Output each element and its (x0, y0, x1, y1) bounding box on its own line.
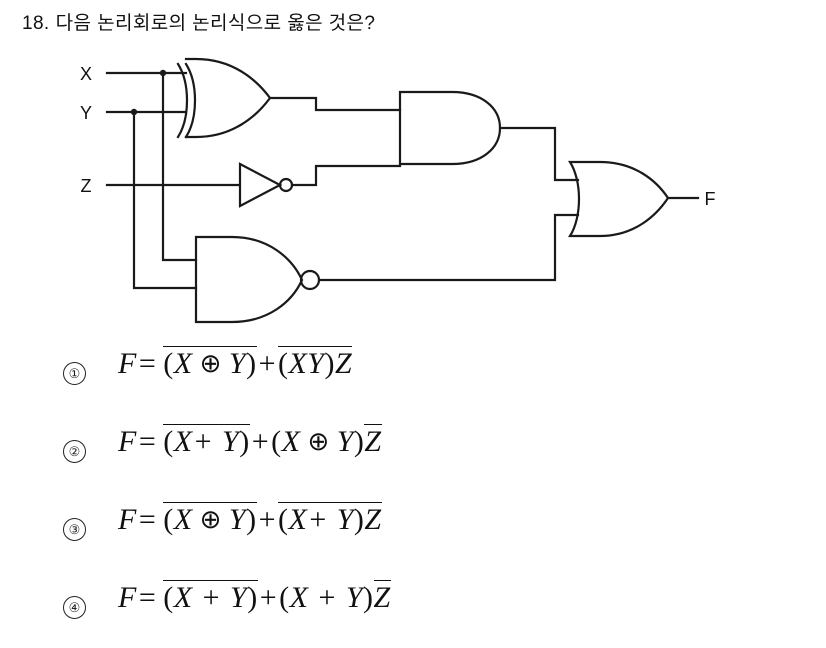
not-gate-triangle (238, 162, 283, 208)
question-text: 다음 논리회로의 논리식으로 옳은 것은? (55, 13, 376, 34)
xor-gate-inner-curve (184, 62, 196, 139)
question-header: 18.다음 논리회로의 논리식으로 옳은 것은? (22, 8, 375, 35)
wire-y-branch-to-nor (132, 110, 198, 290)
question-number: 18. (22, 13, 50, 34)
answer-options-list: ① F=(X ⊕ Y)+(XY)Z ② F=(X+ Y)+(X ⊕ Y)Z ③ … (0, 336, 826, 648)
answer-option-2[interactable]: ② F=(X+ Y)+(X ⊕ Y)Z (0, 414, 826, 492)
option-1-term1: (X ⊕ Y) (163, 346, 257, 380)
option-1-plus: + (258, 347, 276, 380)
option-3-plus: + (258, 503, 276, 536)
junction-dot-y (130, 108, 138, 116)
option-formula-1: F=(X ⊕ Y)+(XY)Z (118, 344, 353, 381)
xor-gate-body (184, 57, 272, 139)
input-label-z: Z (81, 176, 92, 196)
option-4-plus: + (259, 581, 278, 614)
option-2-equals: = (138, 425, 157, 458)
option-2-plus: + (251, 425, 270, 458)
output-label-f: F (705, 189, 716, 209)
option-marker-1: ① (63, 362, 86, 385)
logic-circuit-diagram: X Y Z F (0, 40, 826, 330)
wire-and-to-or (498, 126, 580, 182)
option-4-lhs: F (118, 581, 137, 614)
option-2-term1: (X+ Y) (163, 424, 250, 458)
option-marker-3: ③ (63, 518, 86, 541)
option-4-equals: = (138, 581, 157, 614)
xor-gate-outer-curve (176, 62, 188, 139)
input-label-x: X (80, 64, 92, 84)
option-3-lhs: F (118, 503, 137, 536)
option-4-term2: (X + Y)Z (279, 580, 391, 614)
option-1-equals: = (138, 347, 157, 380)
option-formula-4: F=(X + Y)+(X + Y)Z (118, 578, 391, 615)
option-4-term1: (X + Y) (163, 580, 258, 614)
nor-gate-bubble (299, 269, 321, 291)
option-3-term2: (X+ Y)Z (277, 502, 382, 536)
option-1-term2: (XY)Z (277, 346, 353, 380)
wire-nor-to-or (317, 213, 580, 282)
junction-dot-x (159, 69, 167, 77)
and-gate-body (398, 90, 502, 166)
nor-gate-body (194, 235, 304, 324)
option-2-lhs: F (118, 425, 137, 458)
option-1-lhs: F (118, 347, 137, 380)
answer-option-3[interactable]: ③ F=(X ⊕ Y)+(X+ Y)Z (0, 492, 826, 570)
option-formula-2: F=(X+ Y)+(X ⊕ Y)Z (118, 422, 382, 459)
wire-x-branch-to-nor (161, 71, 198, 262)
option-marker-4: ④ (63, 596, 86, 619)
circuit-svg: X Y Z F (80, 57, 716, 324)
option-2-term2: (X ⊕ Y)Z (271, 424, 382, 458)
input-label-y: Y (80, 103, 92, 123)
wire-xor-to-and (268, 96, 402, 112)
option-marker-2: ② (63, 440, 86, 463)
answer-option-1[interactable]: ① F=(X ⊕ Y)+(XY)Z (0, 336, 826, 414)
option-3-equals: = (138, 503, 157, 536)
option-formula-3: F=(X ⊕ Y)+(X+ Y)Z (118, 500, 382, 537)
wire-not-to-and (290, 164, 402, 187)
answer-option-4[interactable]: ④ F=(X + Y)+(X + Y)Z (0, 570, 826, 648)
option-3-term1: (X ⊕ Y) (163, 502, 257, 536)
or-gate-body (568, 160, 670, 238)
